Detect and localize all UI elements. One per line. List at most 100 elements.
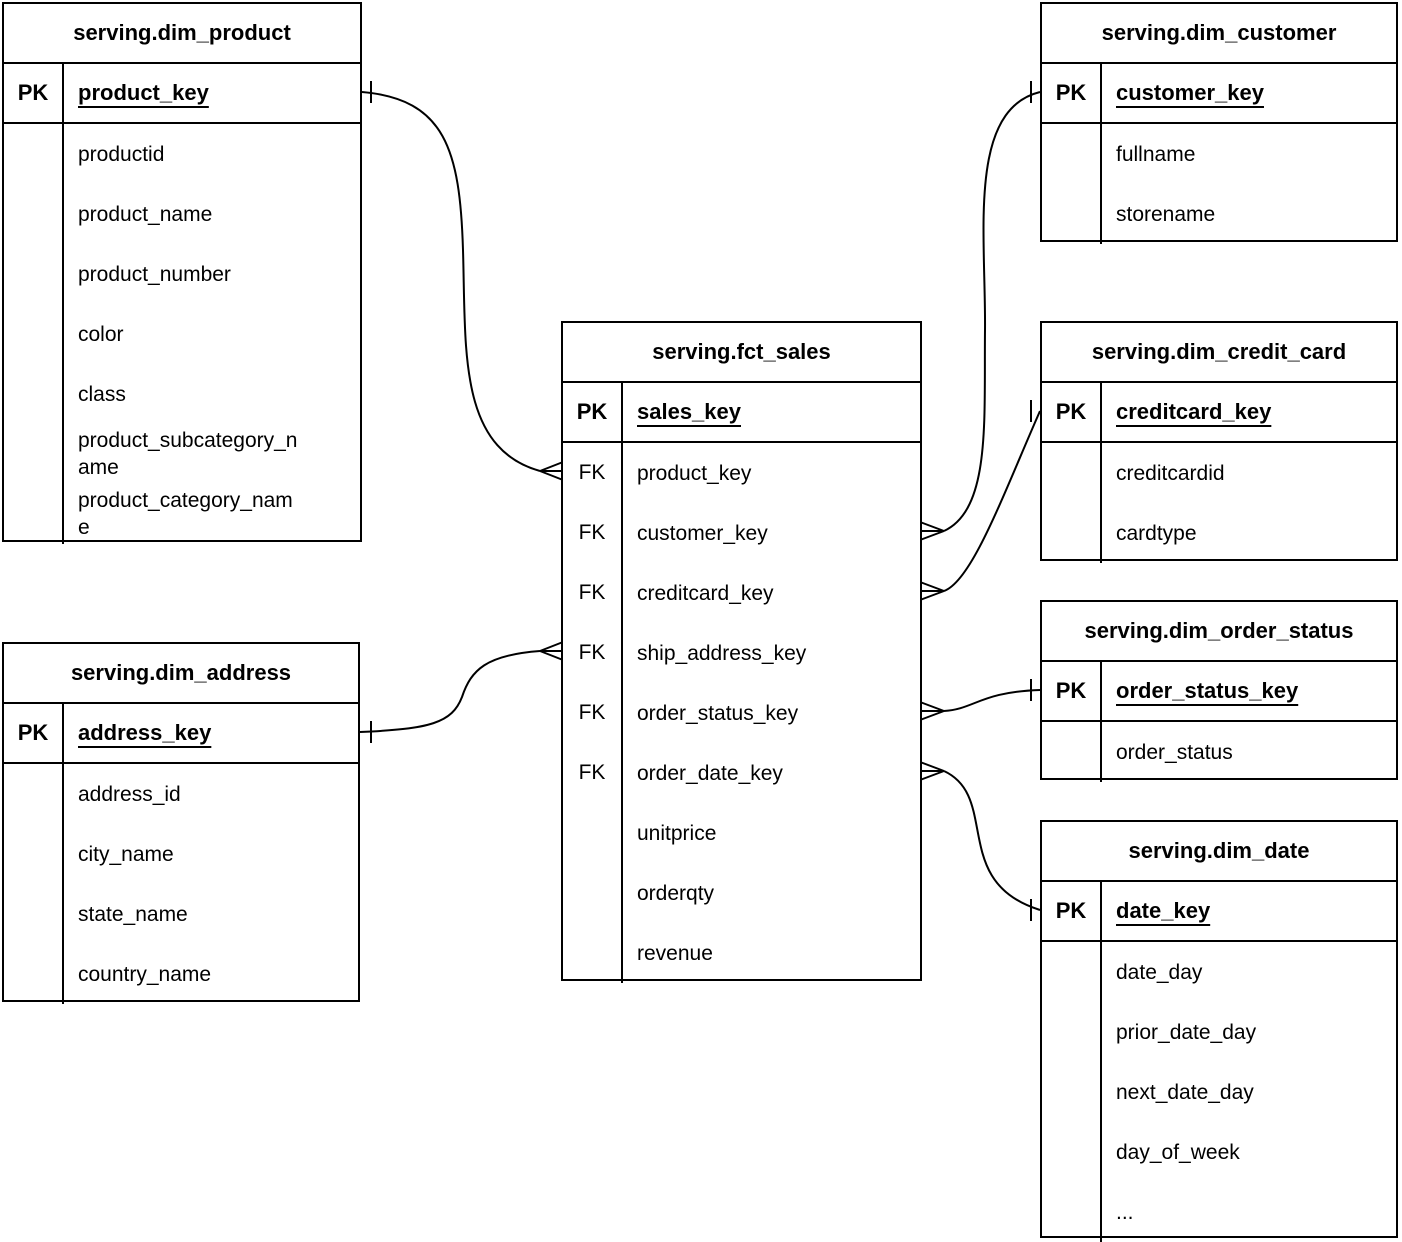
table-row: product_number	[4, 244, 360, 304]
pk-field-name: order_status_key	[1116, 678, 1299, 703]
row-field-name: state_name	[78, 902, 188, 926]
row-key-tag	[1042, 1122, 1102, 1182]
relationship-line	[943, 410, 1041, 592]
table-dim-customer: serving.dim_customer PK customer_key ful…	[1040, 2, 1398, 244]
row-field-name: product_number	[78, 262, 231, 286]
row-field-name: productid	[78, 142, 165, 166]
rel-fct-sales-dim-address	[359, 641, 564, 743]
row-field-name: next_date_day	[1116, 1080, 1254, 1104]
row-field-name: day_of_week	[1116, 1140, 1240, 1164]
table-title: serving.fct_sales	[563, 323, 920, 383]
row-key-tag	[4, 184, 64, 244]
row-field-name: order_status	[1116, 740, 1233, 764]
table-row: cardtype	[1042, 503, 1396, 563]
row-field-name: date_day	[1116, 960, 1203, 984]
row-field-name: prior_date_day	[1116, 1020, 1257, 1044]
row-field-name: class	[78, 382, 126, 406]
row-key-tag	[563, 923, 623, 983]
crow-foot-many-icon	[919, 521, 945, 541]
primary-key-row: PK address_key	[4, 704, 358, 764]
table-row: product_subcategory_name	[4, 424, 360, 484]
row-key-tag	[4, 364, 64, 424]
relationship-line	[943, 91, 1041, 532]
table-row: date_day	[1042, 942, 1396, 1002]
pk-tag: PK	[4, 704, 64, 762]
row-key-tag	[4, 304, 64, 364]
table-row: class	[4, 364, 360, 424]
row-field-name: order_date_key	[637, 761, 783, 785]
pk-field-name: sales_key	[637, 399, 741, 424]
pk-tag: PK	[563, 383, 623, 441]
pk-field-name: customer_key	[1116, 80, 1264, 105]
table-row: day_of_week	[1042, 1122, 1396, 1182]
rel-fct-sales-dim-customer	[919, 81, 1041, 541]
row-key-tag	[1042, 503, 1102, 563]
row-key-tag	[1042, 1182, 1102, 1242]
crow-foot-many-icon	[539, 461, 564, 481]
row-key-tag	[1042, 1062, 1102, 1122]
primary-key-row: PK creditcard_key	[1042, 383, 1396, 443]
row-field-name: orderqty	[637, 881, 715, 905]
row-key-tag	[4, 484, 64, 544]
row-field-name: creditcard_key	[637, 581, 774, 605]
row-key-tag	[4, 764, 64, 824]
relationship-line	[943, 770, 1041, 911]
row-field-name: ship_address_key	[637, 641, 807, 665]
row-key-tag	[1042, 1002, 1102, 1062]
table-row: revenue	[563, 923, 920, 983]
pk-tag: PK	[1042, 882, 1102, 940]
primary-key-row: PK sales_key	[563, 383, 920, 443]
table-row: product_category_name	[4, 484, 360, 544]
primary-key-row: PK product_key	[4, 64, 360, 124]
table-row: FK ship_address_key	[563, 623, 920, 683]
pk-tag: PK	[1042, 662, 1102, 720]
row-key-tag	[4, 124, 64, 184]
pk-field-name: address_key	[78, 720, 212, 745]
row-field-name: creditcardid	[1116, 461, 1225, 485]
row-key-tag	[4, 424, 64, 484]
table-title: serving.dim_customer	[1042, 4, 1396, 64]
row-field-name: product_subcategory_name	[78, 429, 298, 479]
table-row: ...	[1042, 1182, 1396, 1242]
row-field-name: fullname	[1116, 142, 1196, 166]
pk-field-name: product_key	[78, 80, 209, 105]
table-row: creditcardid	[1042, 443, 1396, 503]
relationship-line	[943, 689, 1041, 712]
row-key-tag: FK	[563, 623, 623, 683]
row-field-name: country_name	[78, 962, 212, 986]
table-title: serving.dim_product	[4, 4, 360, 64]
row-key-tag	[563, 803, 623, 863]
row-key-tag	[4, 884, 64, 944]
table-body: creditcardid cardtype	[1042, 443, 1396, 563]
crow-foot-many-icon	[539, 641, 564, 661]
row-key-tag	[1042, 124, 1102, 184]
table-dim-order-status: serving.dim_order_status PK order_status…	[1040, 600, 1398, 782]
row-key-tag	[1042, 722, 1102, 782]
primary-key-row: PK order_status_key	[1042, 662, 1396, 722]
table-row: product_name	[4, 184, 360, 244]
primary-key-row: PK date_key	[1042, 882, 1396, 942]
table-row: fullname	[1042, 124, 1396, 184]
table-row: prior_date_day	[1042, 1002, 1396, 1062]
table-row: color	[4, 304, 360, 364]
primary-key-row: PK customer_key	[1042, 64, 1396, 124]
rel-fct-sales-dim-credit-card	[919, 400, 1041, 601]
table-row: city_name	[4, 824, 358, 884]
table-row: productid	[4, 124, 360, 184]
relationship-line	[359, 650, 541, 733]
row-key-tag	[4, 824, 64, 884]
table-dim-address: serving.dim_address PK address_key addre…	[2, 642, 360, 1004]
table-row: address_id	[4, 764, 358, 824]
row-key-tag	[4, 244, 64, 304]
pk-tag: PK	[1042, 383, 1102, 441]
row-key-tag	[4, 944, 64, 1004]
row-key-tag: FK	[563, 683, 623, 743]
table-body: order_status	[1042, 722, 1396, 782]
